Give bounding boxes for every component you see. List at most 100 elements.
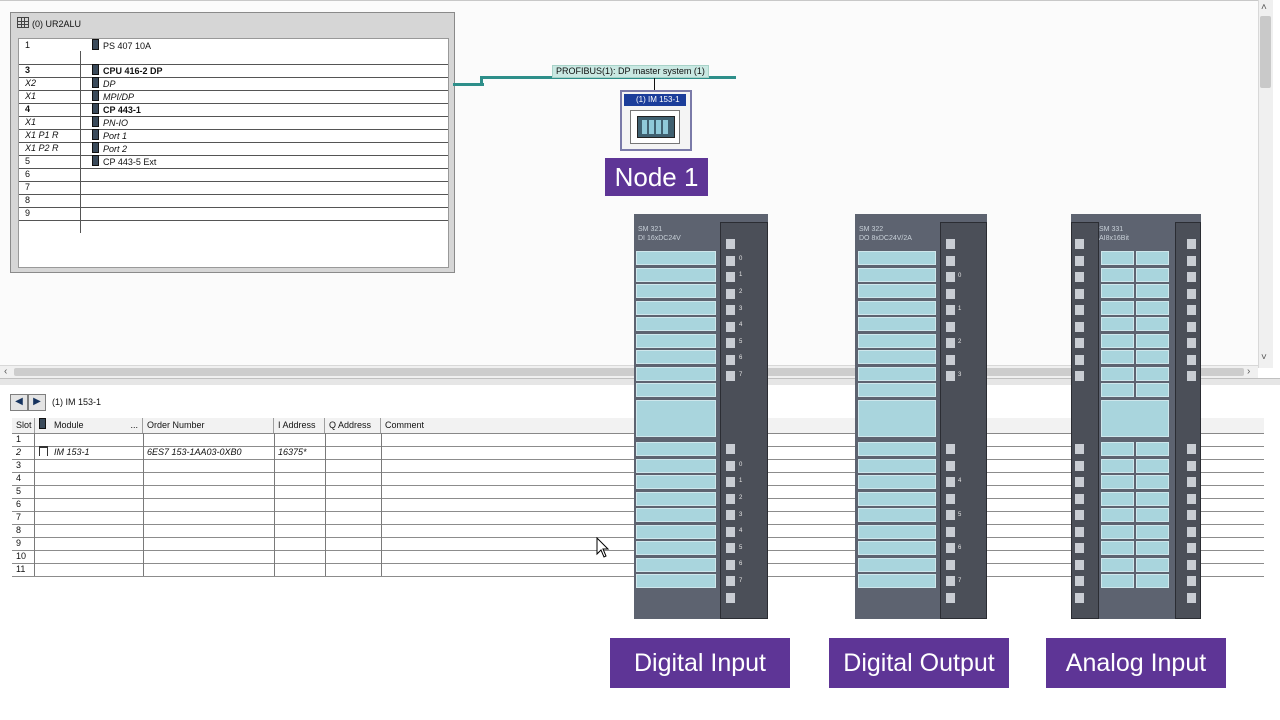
led [726, 272, 735, 282]
channel-number: 1 [958, 306, 962, 312]
label-cell [1101, 508, 1134, 522]
label-cell [1101, 458, 1134, 473]
vertical-scrollbar[interactable]: ˄ ˅ [1258, 0, 1273, 368]
cell-slot: 10 [12, 550, 34, 563]
rack-slot: X1 [25, 91, 37, 101]
scroll-right-icon[interactable]: › [1247, 366, 1251, 377]
scroll-thumb[interactable] [1260, 16, 1271, 88]
channel-number: 4 [739, 322, 743, 328]
rack-row[interactable]: 7 [19, 181, 448, 195]
cell-module-text: IM 153-1 [54, 447, 90, 457]
label-cell [636, 300, 716, 315]
led [726, 510, 735, 520]
rack-module: Port 1 [92, 129, 127, 143]
col-module[interactable]: Module... [35, 418, 143, 433]
scroll-left-icon[interactable]: ‹ [4, 366, 8, 377]
label-cell [636, 574, 716, 588]
scroll-down-icon[interactable]: ˅ [1261, 352, 1267, 363]
profibus-line[interactable] [453, 83, 484, 86]
rack-row[interactable]: 6 [19, 168, 448, 182]
module-icon [92, 90, 99, 101]
horizontal-scrollbar[interactable]: ‹ › [0, 365, 1258, 378]
led [726, 321, 735, 332]
rack-module-name: PS 407 10A [103, 41, 152, 51]
col-slot[interactable]: Slot [12, 418, 35, 433]
profibus-label[interactable]: PROFIBUS(1): DP master system (1) [552, 65, 709, 78]
rack-module-name: Port 2 [103, 144, 128, 154]
rack-slot: 9 [25, 208, 31, 218]
dp-slave-node[interactable]: (1) IM 153-1 [620, 90, 692, 151]
col-module-label: Module [54, 420, 84, 430]
channel-number: 5 [739, 339, 743, 345]
module-icon [92, 129, 99, 140]
led [1075, 272, 1084, 282]
col-divider [34, 433, 35, 576]
col-iaddr[interactable]: I Address [274, 418, 325, 433]
col-divider [381, 433, 382, 576]
cell-comment [381, 524, 581, 537]
ellipsis-icon[interactable]: ... [130, 420, 138, 430]
led [1187, 460, 1196, 471]
rack-row[interactable]: 9 [19, 207, 448, 221]
label-cell [1101, 475, 1134, 489]
led [726, 255, 735, 266]
col-qaddr[interactable]: Q Address [325, 418, 381, 433]
rack-slot: X1 [25, 117, 37, 127]
cell-q-address [325, 524, 381, 537]
cell-q-address [325, 511, 381, 524]
label-cell [1101, 383, 1134, 397]
cell-slot: 6 [12, 498, 34, 511]
led [1187, 321, 1196, 332]
arrow-right-icon[interactable]: ▶ [28, 394, 46, 411]
cell-comment [381, 433, 581, 446]
mouse-cursor-icon [596, 537, 610, 558]
led [1075, 255, 1084, 266]
profibus-line[interactable] [480, 76, 483, 86]
arrow-left-icon[interactable]: ◀ [10, 394, 28, 411]
cell-q-address [325, 550, 381, 563]
node-title: (1) IM 153-1 [624, 94, 686, 106]
cell-i-address [274, 537, 325, 550]
cell-order-number [143, 472, 274, 485]
label-cell [858, 267, 936, 282]
rack-module: PS 407 10A [92, 39, 151, 53]
rack-module-name: CP 443-5 Ext [103, 157, 157, 167]
rack-module: CP 443-5 Ext [92, 155, 156, 169]
rack-row[interactable] [19, 51, 448, 65]
rack-row[interactable]: 8 [19, 194, 448, 208]
label-cell [1136, 300, 1169, 315]
cell-slot: 11 [12, 563, 34, 576]
cell-q-address [325, 472, 381, 485]
scroll-thumb[interactable] [14, 368, 1244, 376]
cell-slot: 9 [12, 537, 34, 550]
channel-number: 5 [739, 545, 743, 551]
rack-module-name: Port 1 [103, 131, 128, 141]
led [1187, 576, 1196, 586]
rack-module-name: DP [103, 79, 116, 89]
scroll-up-icon[interactable]: ˄ [1261, 2, 1267, 13]
label-cell [858, 541, 936, 555]
cell-q-address [325, 459, 381, 472]
channel-number: 3 [739, 306, 743, 312]
cell-slot: 4 [12, 472, 34, 485]
cell-comment [381, 563, 581, 576]
module-icon [92, 116, 99, 127]
label-cell [1136, 524, 1169, 539]
led [946, 477, 955, 487]
col-comment[interactable]: Comment [385, 420, 425, 430]
module-icon [92, 155, 99, 166]
label-cell [636, 541, 716, 555]
label-cell [1136, 267, 1169, 282]
cell-comment [381, 537, 581, 550]
col-order[interactable]: Order Number [143, 418, 274, 433]
led [946, 444, 955, 454]
